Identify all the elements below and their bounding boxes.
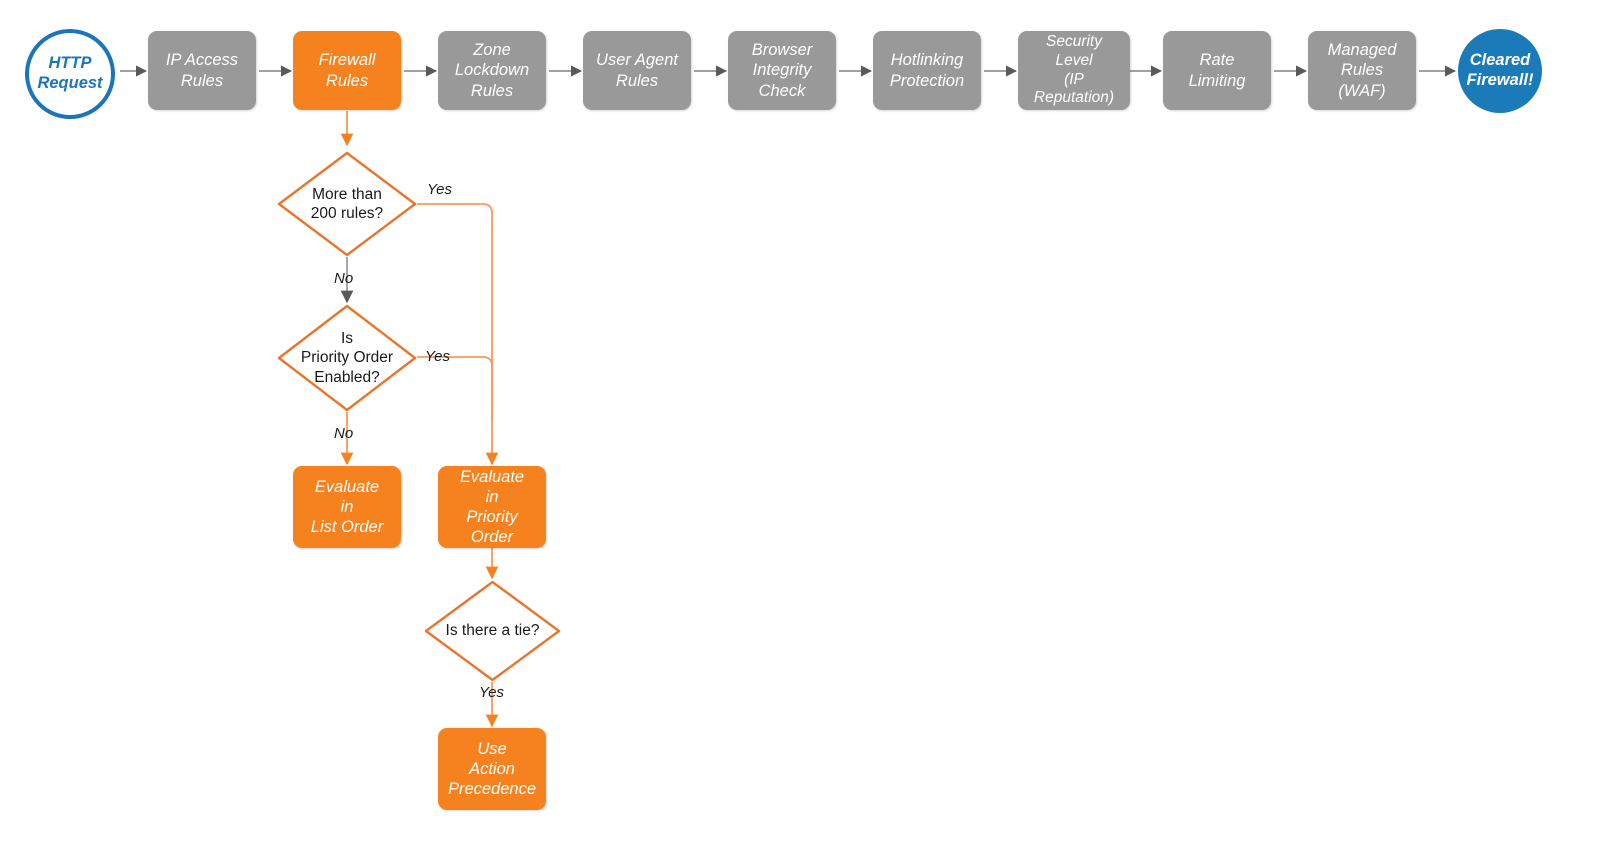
node-managed-rules-waf[interactable]: Managed Rules (WAF) [1308, 31, 1416, 110]
node-evaluate-in-list-order[interactable]: Evaluate in List Order [293, 466, 401, 548]
node-zone-lockdown-rules-label: Zone Lockdown Rules [454, 41, 530, 100]
diamond-shape [277, 151, 417, 257]
node-ip-access-rules[interactable]: IP Access Rules [148, 31, 256, 110]
node-security-level[interactable]: Security Level (IP Reputation) [1018, 31, 1130, 110]
node-evaluate-in-priority-order-label: Evaluate in Priority Order [459, 467, 525, 547]
node-cleared-firewall[interactable]: Cleared Firewall! [1458, 29, 1542, 113]
node-use-action-precedence[interactable]: Use Action Precedence [438, 728, 546, 810]
node-hotlinking-protection-label: Hotlinking Protection [889, 51, 965, 90]
node-rate-limiting[interactable]: Rate Limiting [1163, 31, 1271, 110]
edge-yes-more-than-200 [417, 203, 499, 466]
node-firewall-rules[interactable]: Firewall Rules [293, 31, 401, 110]
edge-label-no-priority-order: No [334, 425, 354, 442]
edge-label-yes-priority-order: Yes [425, 348, 451, 365]
node-browser-integrity-check[interactable]: Browser Integrity Check [728, 31, 836, 110]
edge-label-no-more-than-200: No [334, 270, 354, 287]
edge-label-yes-tie: Yes [479, 684, 505, 701]
decision-is-priority-order-enabled[interactable]: Is Priority Order Enabled? [277, 304, 417, 412]
diamond-shape [424, 580, 561, 682]
node-cleared-firewall-label: Cleared Firewall! [1466, 51, 1534, 89]
node-user-agent-rules-label: User Agent Rules [596, 51, 678, 90]
edge-label-yes-more-than-200: Yes [427, 181, 453, 198]
node-user-agent-rules[interactable]: User Agent Rules [583, 31, 691, 110]
decision-is-priority-order-enabled-label: Is Priority Order Enabled? [300, 329, 394, 386]
node-ip-access-rules-label: IP Access Rules [165, 51, 239, 90]
node-evaluate-in-list-order-label: Evaluate in List Order [310, 477, 384, 537]
decision-is-there-a-tie-label: Is there a tie? [445, 622, 540, 640]
edge-yes-priority-order [417, 356, 493, 420]
decision-more-than-200-rules[interactable]: More than 200 rules? [277, 151, 417, 257]
node-use-action-precedence-label: Use Action Precedence [447, 739, 537, 799]
node-http-request[interactable]: HTTP Request [25, 29, 115, 119]
decision-is-there-a-tie[interactable]: Is there a tie? [424, 580, 561, 682]
node-hotlinking-protection[interactable]: Hotlinking Protection [873, 31, 981, 110]
node-security-level-label: Security Level (IP Reputation) [1033, 32, 1115, 107]
node-browser-integrity-check-label: Browser Integrity Check [751, 41, 813, 100]
node-evaluate-in-priority-order[interactable]: Evaluate in Priority Order [438, 466, 546, 548]
node-managed-rules-waf-label: Managed Rules (WAF) [1327, 41, 1397, 100]
node-zone-lockdown-rules[interactable]: Zone Lockdown Rules [438, 31, 546, 110]
diamond-shape [277, 304, 417, 412]
node-rate-limiting-label: Rate Limiting [1188, 51, 1246, 90]
node-firewall-rules-label: Firewall Rules [318, 51, 376, 90]
node-http-request-label: HTTP Request [37, 54, 103, 92]
decision-more-than-200-rules-label: More than 200 rules? [310, 185, 384, 222]
